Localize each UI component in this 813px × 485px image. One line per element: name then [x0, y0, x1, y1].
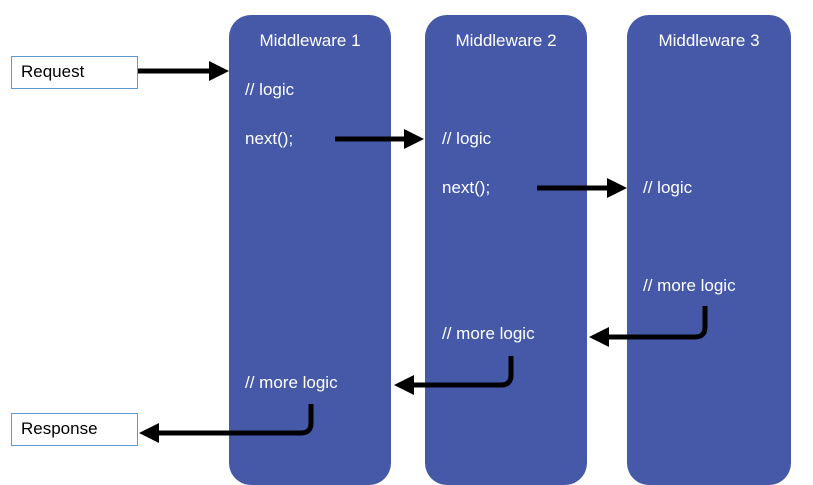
middleware-3-logic: // logic [643, 178, 693, 197]
middleware-2-next: next(); [442, 178, 491, 197]
middleware-1-next: next(); [245, 129, 294, 148]
middleware-2-title: Middleware 2 [455, 31, 557, 50]
middleware-1-more-logic: // more logic [245, 373, 338, 392]
middleware-1-title: Middleware 1 [259, 31, 361, 50]
response-label: Response [21, 419, 98, 438]
middleware-2-more-logic: // more logic [442, 324, 535, 343]
middleware-3-title: Middleware 3 [658, 31, 760, 50]
request-label: Request [21, 62, 85, 81]
middleware-1-panel: Middleware 1 // logic next(); // more lo… [229, 15, 391, 485]
request-box: Request [11, 56, 138, 89]
middleware-3-panel: Middleware 3 // logic // more logic [627, 15, 791, 485]
middleware-2-logic: // logic [442, 129, 492, 148]
middleware-2-panel: Middleware 2 // logic next(); // more lo… [425, 15, 587, 485]
middleware-3-more-logic: // more logic [643, 276, 736, 295]
response-box: Response [11, 413, 138, 446]
middleware-1-logic: // logic [245, 80, 295, 99]
